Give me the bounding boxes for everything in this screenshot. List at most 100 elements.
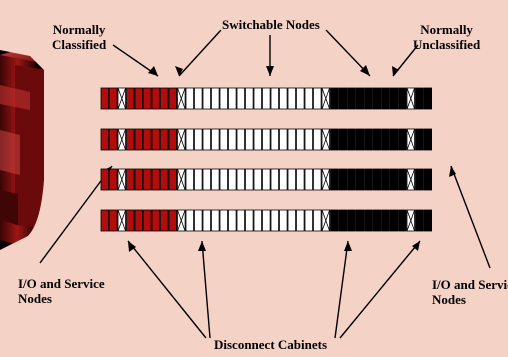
switchable-node	[296, 87, 305, 110]
switchable-node	[270, 168, 279, 191]
classified-node	[126, 87, 135, 110]
classified-node	[109, 209, 118, 232]
switchable-node	[202, 209, 211, 232]
classified-node	[160, 168, 169, 191]
switchable-node	[279, 128, 288, 151]
switchable-node	[253, 128, 262, 151]
unclassified-node	[330, 209, 339, 232]
unclassified-node	[398, 87, 407, 110]
disconnect-cross-mark	[117, 209, 126, 232]
label-normally-unclassified-line1: Normally	[420, 22, 473, 37]
classified-node	[143, 128, 152, 151]
switchable-node	[211, 168, 220, 191]
unclassified-node	[398, 168, 407, 191]
unclassified-node	[355, 87, 364, 110]
classified-node	[143, 209, 152, 232]
disconnect-cross-mark	[321, 87, 330, 110]
switchable-node	[287, 128, 296, 151]
label-normally-unclassified-line2: Unclassified	[413, 37, 481, 52]
switchable-node	[194, 87, 203, 110]
unclassified-node	[423, 128, 432, 151]
switchable-node	[262, 168, 271, 191]
classified-node	[100, 168, 109, 191]
switchable-node	[219, 168, 228, 191]
label-disconnect-cabinets: Disconnect Cabinets	[214, 337, 328, 352]
unclassified-node	[389, 168, 398, 191]
switchable-node	[262, 128, 271, 151]
switchable-node	[296, 168, 305, 191]
switchable-node	[262, 87, 271, 110]
switchable-node	[219, 209, 228, 232]
unclassified-node	[423, 87, 432, 110]
unclassified-node	[338, 168, 347, 191]
disconnect-cross-mark	[406, 128, 415, 151]
switchable-node	[253, 209, 262, 232]
unclassified-node	[347, 168, 356, 191]
unclassified-node	[364, 168, 373, 191]
unclassified-node	[389, 87, 398, 110]
switchable-node	[194, 209, 203, 232]
unclassified-node	[347, 87, 356, 110]
switchable-node	[228, 209, 237, 232]
switchable-node	[245, 209, 254, 232]
switchable-node	[270, 209, 279, 232]
switchable-node	[313, 87, 322, 110]
classified-node	[134, 209, 143, 232]
switchable-node	[211, 128, 220, 151]
label-io-service-right-line2: Nodes	[432, 292, 466, 307]
classified-node	[160, 128, 169, 151]
switchable-node	[304, 168, 313, 191]
unclassified-node	[415, 209, 424, 232]
switchable-node	[270, 87, 279, 110]
unclassified-node	[330, 87, 339, 110]
disconnect-cross-mark	[321, 128, 330, 151]
classified-node	[100, 87, 109, 110]
classified-node	[151, 168, 160, 191]
unclassified-node	[415, 87, 424, 110]
classified-node	[126, 128, 135, 151]
node-row	[100, 128, 432, 151]
label-switchable-nodes: Switchable Nodes	[222, 17, 320, 32]
switchable-node	[228, 128, 237, 151]
switchable-node	[228, 87, 237, 110]
classified-node	[109, 168, 118, 191]
switchable-node	[211, 209, 220, 232]
classified-node	[168, 209, 177, 232]
switchable-node	[185, 87, 194, 110]
disconnect-cross-mark	[406, 209, 415, 232]
classified-node	[151, 87, 160, 110]
switchable-node	[313, 168, 322, 191]
switchable-node	[304, 209, 313, 232]
switchable-node	[202, 128, 211, 151]
unclassified-node	[398, 209, 407, 232]
disconnect-cross-mark	[321, 168, 330, 191]
unclassified-node	[355, 128, 364, 151]
unclassified-node	[347, 209, 356, 232]
label-normally-unclassified: Normally Unclassified	[413, 22, 480, 52]
classified-node	[143, 87, 152, 110]
unclassified-node	[355, 168, 364, 191]
switchable-node	[253, 168, 262, 191]
label-io-service-left-line1: I/O and Service	[18, 276, 105, 291]
switchable-node	[287, 87, 296, 110]
switchable-node	[245, 168, 254, 191]
unclassified-node	[338, 87, 347, 110]
switchable-node	[304, 128, 313, 151]
unclassified-node	[415, 168, 424, 191]
unclassified-node	[389, 209, 398, 232]
unclassified-node	[338, 128, 347, 151]
unclassified-node	[347, 128, 356, 151]
classified-node	[168, 128, 177, 151]
node-grid	[100, 87, 432, 232]
unclassified-node	[372, 209, 381, 232]
switchable-node	[236, 168, 245, 191]
classified-node	[109, 87, 118, 110]
classified-node	[168, 168, 177, 191]
disconnect-cross-mark	[117, 168, 126, 191]
classified-node	[151, 209, 160, 232]
switchable-node	[262, 209, 271, 232]
switchable-node	[228, 168, 237, 191]
unclassified-node	[372, 87, 381, 110]
label-io-service-right-line1: I/O and Service	[432, 277, 508, 292]
